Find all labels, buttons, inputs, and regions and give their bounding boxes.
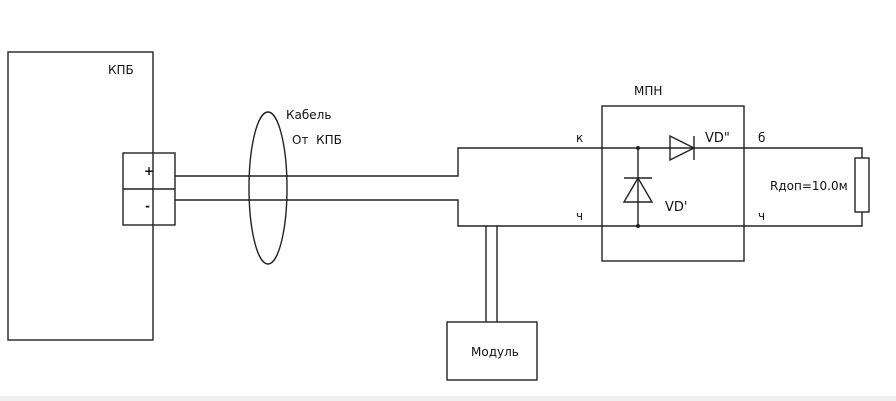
mpn-block	[601, 105, 745, 262]
label-b: б	[758, 131, 765, 145]
module-label: Модуль	[471, 345, 519, 359]
cable-ellipse	[248, 111, 288, 265]
wire-minus	[175, 199, 863, 227]
kpb-block	[7, 51, 154, 341]
label-k: к	[576, 131, 583, 145]
junction-top	[636, 146, 640, 150]
cable-label-line1: Кабель	[286, 108, 331, 122]
junction-bottom	[636, 224, 640, 228]
label-ch-right: ч	[758, 209, 765, 223]
cable-label-line2: От КПБ	[292, 133, 342, 147]
diode-vd2	[622, 176, 654, 203]
wire-plus	[175, 147, 863, 177]
resistor	[854, 157, 870, 213]
terminal-minus: -	[145, 199, 150, 213]
kpb-label: КПБ	[108, 63, 134, 77]
module-block	[446, 321, 538, 381]
diode-vd1	[669, 134, 696, 162]
resistor-label: Rдоп=10.0м	[770, 179, 848, 193]
vd1-label: VD"	[705, 131, 730, 146]
vd2-label: VD'	[665, 200, 687, 215]
bottom-bar	[0, 396, 896, 401]
mpn-label: МПН	[634, 84, 662, 98]
terminal-plus: +	[144, 164, 154, 178]
label-ch-left: ч	[576, 209, 583, 223]
